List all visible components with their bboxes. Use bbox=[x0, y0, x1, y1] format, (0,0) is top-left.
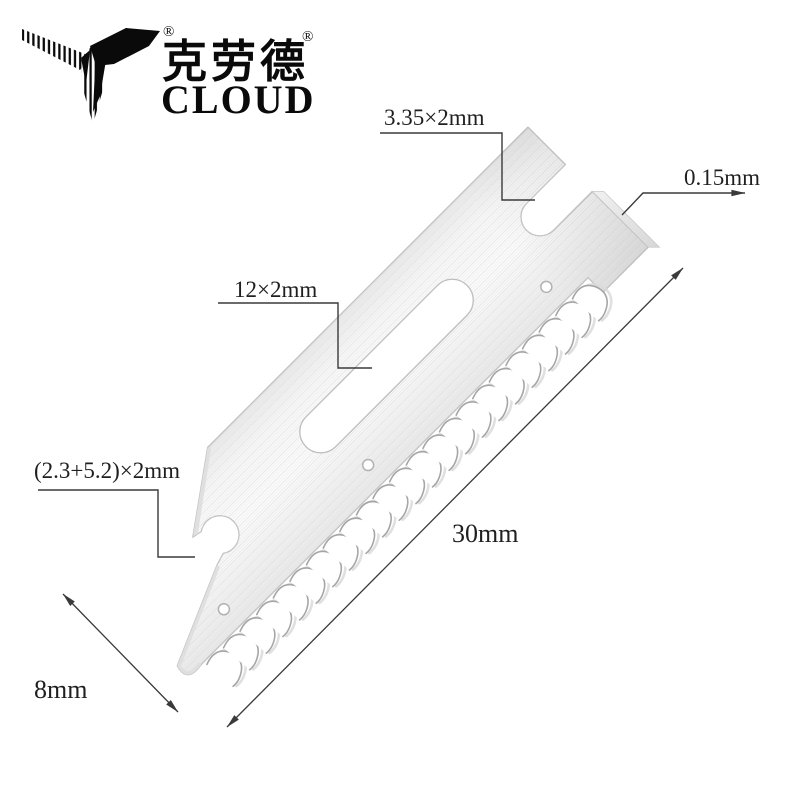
dim-bottom-notch: (2.3+5.2)×2mm bbox=[34, 458, 195, 558]
registered-mark-brand: ® bbox=[302, 29, 313, 45]
dim-label-blade-width: 8mm bbox=[34, 675, 87, 704]
dimension-annotations: 3.35×2mm 0.15mm 12×2mm (2.3+5.2)×2mm 30m… bbox=[34, 105, 760, 728]
serrated-blade-illustration bbox=[82, 126, 661, 693]
length-dimension-line bbox=[226, 267, 684, 728]
brand-name-cn: 克劳德 bbox=[162, 35, 309, 88]
bird-body-shade-left bbox=[81, 50, 90, 84]
dim-label-edge-thickness: 0.15mm bbox=[684, 165, 760, 190]
leader-line bbox=[621, 189, 746, 216]
dim-blade-length: 30mm bbox=[226, 267, 684, 728]
bird-right-wing bbox=[90, 28, 160, 66]
dim-label-top-notch: 3.35×2mm bbox=[384, 105, 485, 130]
dim-top-notch: 3.35×2mm bbox=[380, 105, 535, 201]
dim-label-blade-length: 30mm bbox=[452, 519, 518, 548]
logo: ® 克劳德 ® CLOUD bbox=[22, 24, 315, 124]
dim-blade-width: 8mm bbox=[34, 593, 179, 713]
leader-line bbox=[380, 132, 535, 201]
swallow-bird-logo-icon bbox=[22, 28, 160, 124]
registered-mark-icon: ® bbox=[163, 24, 174, 40]
leader-line bbox=[38, 489, 195, 558]
dim-edge-thickness: 0.15mm bbox=[621, 165, 760, 216]
dim-label-bottom-notch: (2.3+5.2)×2mm bbox=[34, 458, 180, 483]
bird-body-shade-right bbox=[93, 48, 106, 112]
brand-name-en: CLOUD bbox=[161, 77, 315, 122]
width-dimension-line bbox=[62, 593, 179, 713]
bird-left-wing bbox=[22, 29, 90, 70]
dim-label-center-slot: 12×2mm bbox=[234, 277, 317, 302]
